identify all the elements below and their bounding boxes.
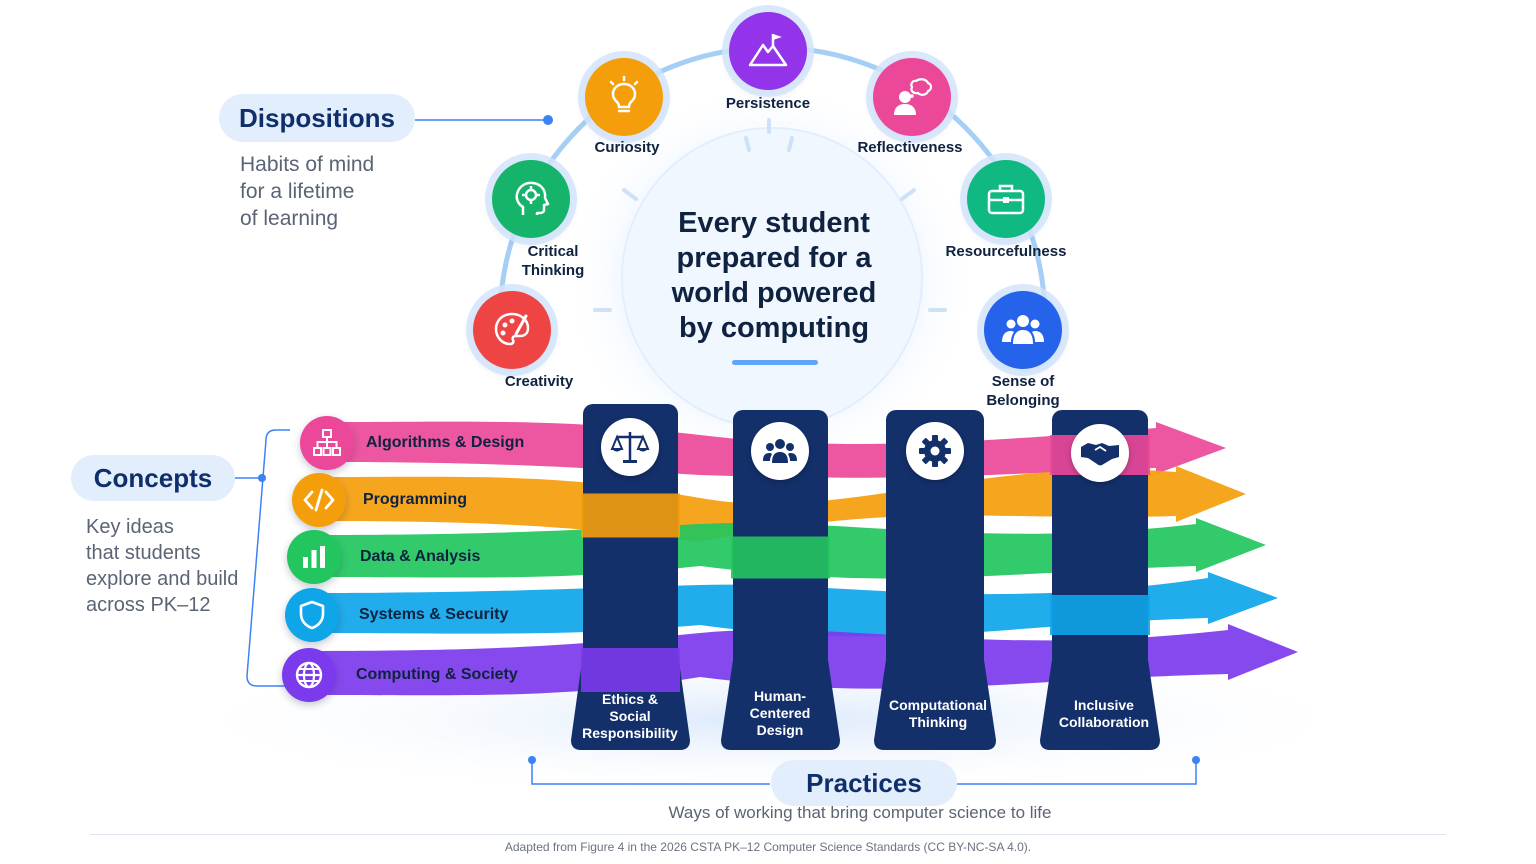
disposition-resourcefulness-badge	[967, 160, 1045, 238]
concept-systems-label: Systems & Security	[359, 606, 509, 623]
practices-bracket-dot-right	[1192, 756, 1200, 764]
mountain-flag-icon	[748, 34, 788, 67]
ribbon-weave-society-3	[581, 648, 680, 692]
dispositions-title: Dispositions	[219, 94, 415, 142]
gear-icon	[919, 435, 951, 467]
concept-data-badge	[287, 530, 341, 584]
concept-algorithms-badge	[300, 416, 354, 470]
disposition-sense-of-belonging-label: Sense of Belonging	[986, 373, 1060, 409]
concepts-title: Concepts	[71, 455, 235, 501]
dispositions-connector-dot	[543, 115, 553, 125]
center-rays	[593, 118, 947, 312]
disposition-sense-of-belonging-badge	[984, 291, 1062, 369]
practice-inclusive-badge	[1071, 424, 1129, 482]
globe-icon	[295, 661, 323, 689]
disposition-reflectiveness-badge	[873, 58, 951, 136]
group-icon	[1002, 315, 1044, 344]
disposition-critical-thinking-label: Critical Thinking	[521, 243, 585, 279]
practice-ethics-label: Ethics & Social Responsibility	[582, 691, 678, 741]
disposition-resourcefulness-label: Resourcefulness	[945, 243, 1067, 260]
footer-divider	[90, 834, 1446, 835]
concept-programming-label: Programming	[363, 491, 468, 508]
practices-bracket-dot-left	[528, 756, 536, 764]
disposition-persistence-label: Persistence	[725, 95, 811, 112]
ribbon-weave-systems-2	[1050, 595, 1150, 635]
person-thought-icon	[894, 78, 933, 115]
practice-human-centered-label: Human- Centered Design	[749, 688, 811, 738]
concepts-bracket	[246, 429, 290, 687]
practice-computational-label: Computational Thinking	[889, 697, 987, 730]
disposition-persistence-badge	[729, 12, 807, 90]
practice-ethics-badge	[601, 418, 659, 476]
scales-icon	[610, 432, 650, 463]
disposition-curiosity-badge	[585, 58, 663, 136]
concepts-description: Key ideas that students explore and buil…	[86, 516, 239, 616]
practice-inclusive-label: Inclusive Collaboration	[1058, 697, 1150, 730]
toolbox-icon	[987, 184, 1025, 215]
footer-credit: Adapted from Figure 4 in the 2026 CSTA P…	[504, 840, 1032, 854]
code-brackets-icon	[303, 488, 335, 512]
concept-programming-badge	[292, 473, 346, 527]
concepts-connector-dot	[258, 474, 266, 482]
flowchart-icon	[313, 429, 341, 456]
practice-human-centered-badge	[751, 422, 809, 480]
concept-data-label: Data & Analysis	[360, 548, 481, 565]
people-icon	[763, 439, 797, 463]
handshake-icon	[1081, 443, 1119, 466]
concept-society-badge	[282, 648, 336, 702]
practices-bracket	[531, 760, 1197, 785]
disposition-creativity-badge	[473, 291, 551, 369]
concept-systems-badge	[285, 588, 339, 642]
ribbon-weave-programming-0	[581, 493, 680, 538]
practice-pillar-computational	[874, 410, 996, 750]
ribbon-weave-data-1	[731, 536, 830, 579]
disposition-curiosity-label: Curiosity	[594, 139, 660, 156]
concept-algorithms-label: Algorithms & Design	[366, 434, 525, 451]
center-underline	[732, 360, 818, 365]
bar-chart-icon	[303, 546, 325, 568]
center-statement: Every student prepared for a world power…	[671, 207, 877, 344]
palette-brush-icon	[494, 312, 530, 346]
practice-computational-badge	[906, 422, 964, 480]
concept-society-label: Computing & Society	[356, 666, 518, 683]
practices-description: Ways of working that bring computer scie…	[668, 803, 1052, 822]
shield-icon	[299, 600, 325, 630]
disposition-reflectiveness-label: Reflectiveness	[857, 139, 963, 156]
disposition-critical-thinking-badge	[492, 160, 570, 238]
practices-title: Practices	[771, 760, 957, 806]
head-gear-icon	[515, 181, 550, 215]
disposition-creativity-label: Creativity	[504, 373, 574, 390]
dispositions-description: Habits of mind for a lifetime of learnin…	[240, 153, 375, 230]
lightbulb-icon	[609, 75, 639, 113]
